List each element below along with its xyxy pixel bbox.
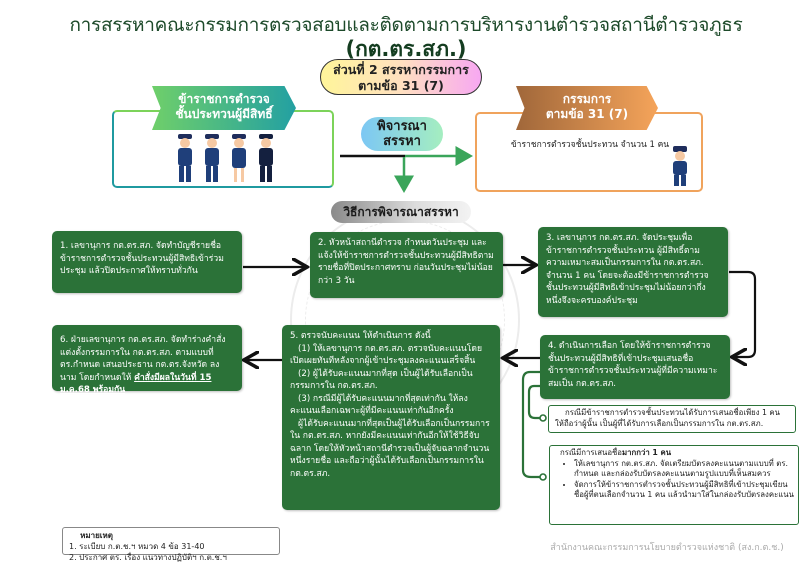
step-3-box: 3. เลขานุการ กต.ตร.สภ. จัดประชุมเพื่อข้า…	[538, 227, 728, 317]
multi-candidate-heading: กรณีมีการเสนอชื่อมากกว่า 1 คน	[560, 448, 794, 459]
step-5-item-2: (2) ผู้ได้รับคะแนนมากที่สุด เป็นผู้ได้รั…	[290, 368, 473, 392]
left-banner-line2: ชั้นประทวนผู้มีสิทธิ์	[175, 107, 273, 121]
multi-candidate-item-1: ให้เลขานุการ กต.ตร.สภ. จัดเตรียมบัตรลงคะ…	[574, 459, 794, 480]
step-5-item-4: ผู้ได้รับคะแนนมากที่สุดเป็นผู้ได้รับเลือ…	[290, 418, 490, 479]
step-5-box: 5. ตรวจนับคะแนน ให้ดำเนินการ ดังนี้ (1) …	[282, 325, 500, 510]
footer-organization: สำนักงานคณะกรรมการนโยบายตำรวจแห่งชาติ (ส…	[550, 543, 784, 553]
step-5-item-3: (3) กรณีมีผู้ได้รับคะแนนมากที่สุดเท่ากัน…	[290, 393, 468, 417]
arrow-step3-to-step4	[729, 270, 757, 357]
consider-line2: สรรหา	[383, 134, 421, 149]
officer-1	[178, 134, 192, 182]
eligible-officers-banner: ข้าราชการตำรวจ ชั้นประทวนผู้มีสิทธิ์	[152, 86, 296, 130]
right-banner-line2: ตามข้อ 31 (7)	[545, 107, 629, 121]
step-6-effective-date: คำสั่งมีผลในวันที่ 15 ม.ค.68 พร้อมกัน	[60, 372, 212, 396]
remark-item-2: 2. ประกาศ ตร. เรื่อง แนวทางปฏิบัติฯ ก.ต.…	[69, 553, 227, 562]
step-5-item-1: (1) ให้เลขานุการ กต.ตร.สภ. ตรวจนับคะแนนโ…	[290, 343, 483, 367]
method-heading: วิธีการพิจารณาสรรหา	[331, 201, 471, 223]
page-title: การสรรหาคณะกรรมการตรวจสอบและติดตามการบริ…	[69, 14, 743, 36]
police-officer-icon	[670, 145, 690, 187]
part-label-line2: ตามข้อ 31 (7)	[358, 78, 444, 93]
officer-3	[232, 134, 246, 182]
multi-candidate-bold: มากกว่า 1 คน	[621, 448, 672, 457]
right-banner-line1: กรรมการ	[562, 92, 612, 106]
multi-candidate-note: กรณีมีการเสนอชื่อมากกว่า 1 คน ให้เลขานุก…	[549, 445, 799, 525]
step-5-heading: 5. ตรวจนับคะแนน ให้ดำเนินการ ดังนี้	[290, 331, 431, 341]
remark-box: หมายเหตุ 1. ระเบียบ ก.ต.ช.ฯ หมวด 4 ข้อ 3…	[62, 527, 280, 562]
left-banner-line1: ข้าราชการตำรวจ	[178, 92, 270, 106]
remark-item-1: 1. ระเบียบ ก.ต.ช.ฯ หมวด 4 ข้อ 31-40	[69, 542, 205, 551]
committee-member-banner: กรรมการ ตามข้อ 31 (7)	[516, 86, 658, 130]
consider-line1: พิจารณา	[377, 119, 427, 134]
step-1-box: 1. เลขานุการ กต.ตร.สภ. จัดทำบัญชีรายชื่อ…	[52, 231, 242, 293]
multi-candidate-item-2: จัดการให้ข้าราชการตำรวจชั้นประทวนผู้มีสิ…	[574, 480, 794, 501]
step-4-box: 4. ดำเนินการเลือก โดยให้ข้าราชการตำรวจชั…	[540, 335, 730, 399]
page-subtitle: (กต.ตร.สภ.)	[345, 37, 467, 61]
remark-label: หมายเหตุ	[80, 531, 113, 540]
part-label-badge: ส่วนที่ 2 สรรหากรรมการ ตามข้อ 31 (7)	[320, 59, 482, 95]
step-6-box: 6. ฝ่ายเลขานุการ กต.ตร.สภ. จัดทำร่างคำสั…	[52, 325, 242, 395]
police-officers-icon	[172, 132, 282, 184]
remark-items: 1. ระเบียบ ก.ต.ช.ฯ หมวด 4 ข้อ 31-40 2. ป…	[69, 541, 227, 563]
step-2-box: 2. หัวหน้าสถานีตำรวจ กำหนดวันประชุม และแ…	[310, 232, 503, 298]
single-candidate-note: กรณีมีข้าราชการตำรวจชั้นประทวนได้รับการเ…	[548, 405, 796, 433]
multi-candidate-prefix: กรณีมีการเสนอชื่อ	[560, 448, 622, 457]
officer-2	[205, 134, 219, 182]
step-6-text: 6. ฝ่ายเลขานุการ กต.ตร.สภ. จัดทำร่างคำสั…	[60, 335, 226, 383]
multi-candidate-list: ให้เลขานุการ กต.ตร.สภ. จัดเตรียมบัตรลงคะ…	[560, 459, 794, 501]
committee-member-description: ข้าราชการตำรวจชั้นประทวน จำนวน 1 คน	[510, 140, 670, 150]
officer-4	[259, 134, 273, 182]
consider-recruit-badge: พิจารณา สรรหา	[361, 117, 443, 151]
part-label-line1: ส่วนที่ 2 สรรหากรรมการ	[333, 62, 469, 77]
